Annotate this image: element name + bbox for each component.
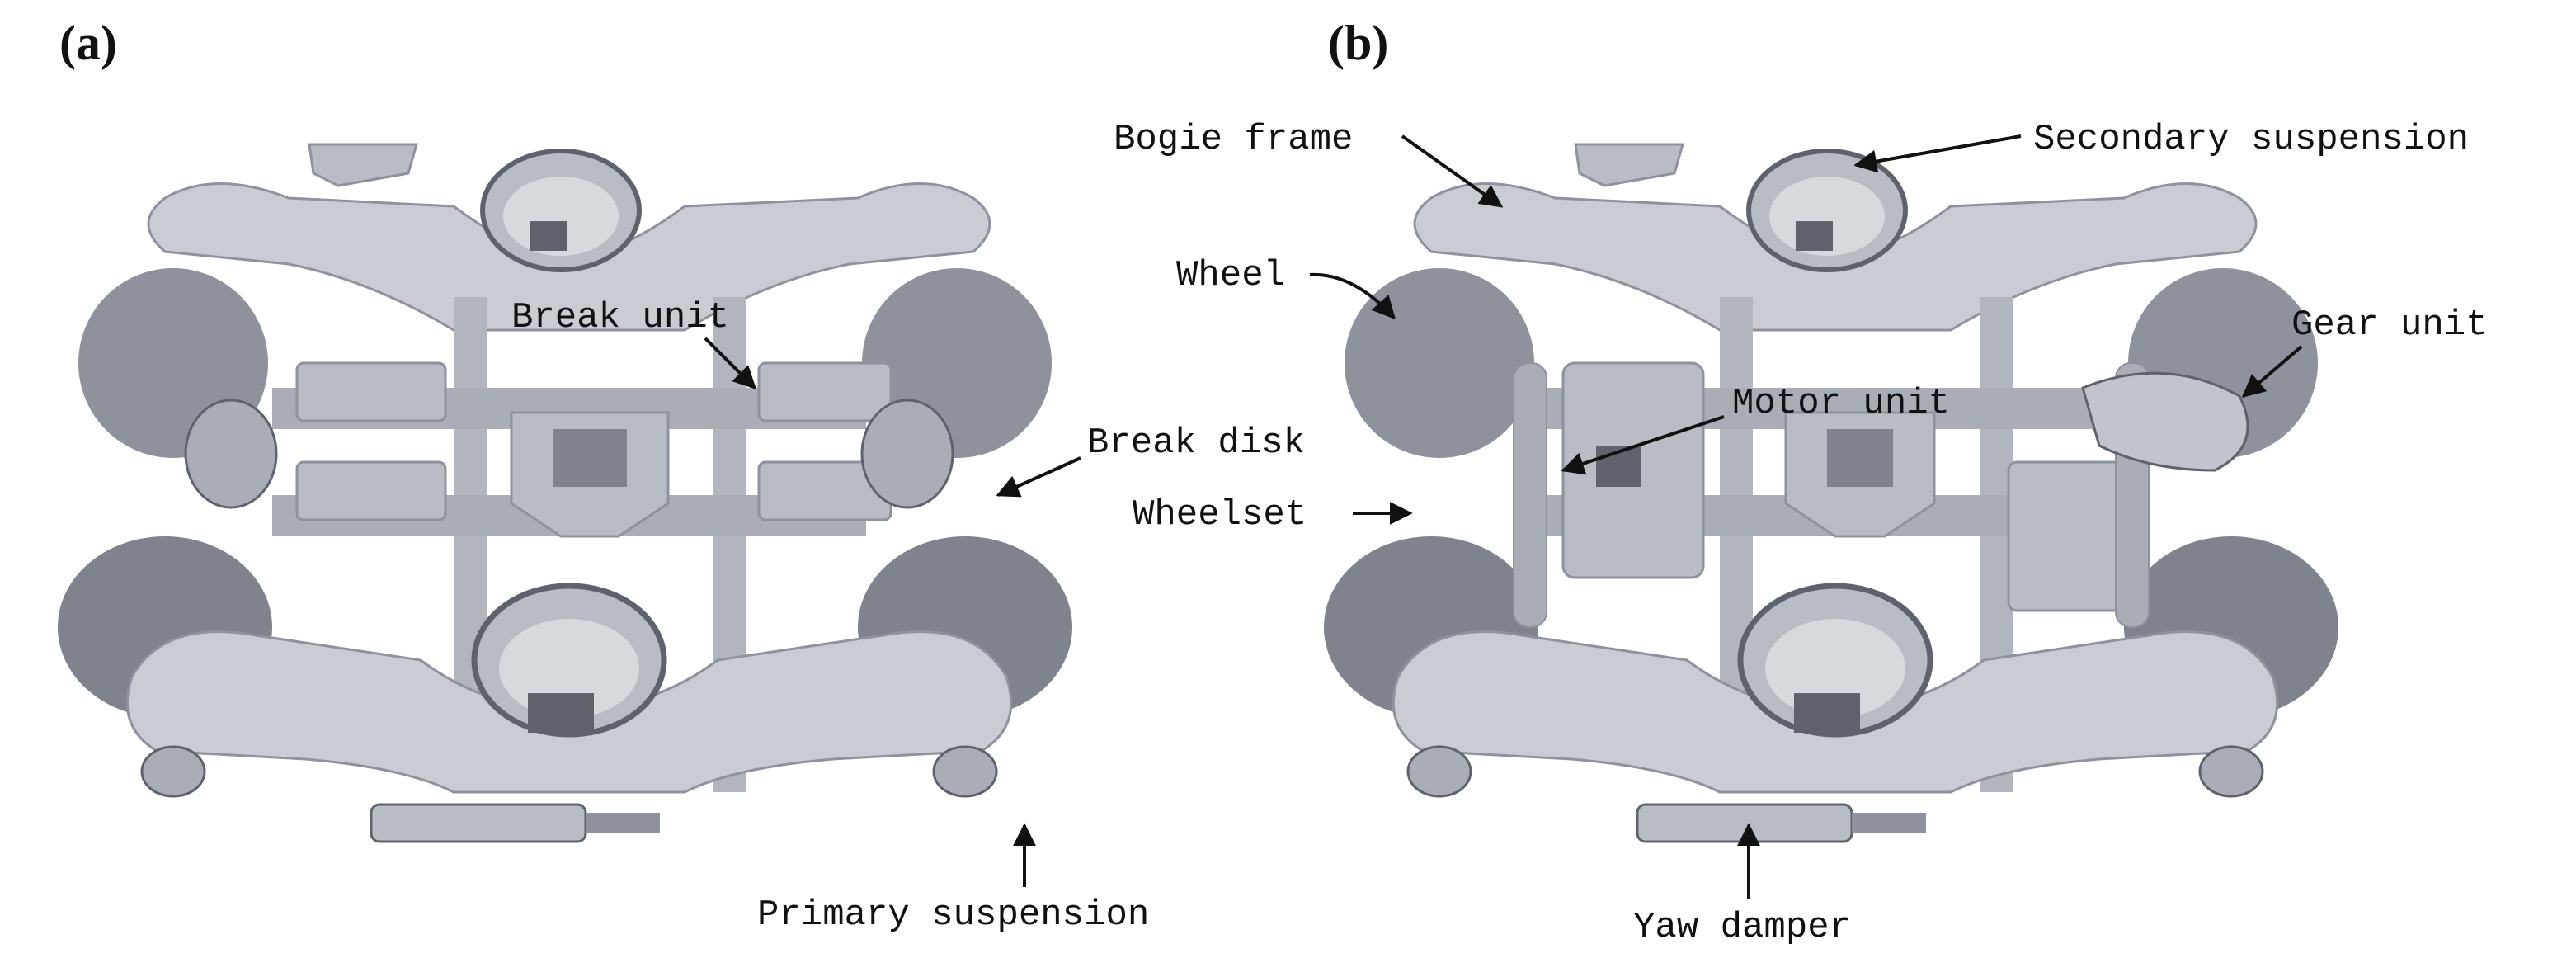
callout-secondary-suspension: Secondary suspension xyxy=(2033,119,2469,160)
arrow-secondary-suspension xyxy=(1853,134,2022,173)
callout-primary-suspension: Primary suspension xyxy=(757,894,1149,936)
callout-break-unit: Break unit xyxy=(511,297,729,338)
bogie-illustration-a xyxy=(58,144,1072,842)
callout-gear-unit: Gear unit xyxy=(2291,304,2488,346)
callout-motor-unit: Motor unit xyxy=(1732,383,1950,424)
callout-wheelset: Wheelset xyxy=(1133,494,1307,536)
callout-break-disk: Break disk xyxy=(1087,422,1305,464)
arrow-bogie-frame xyxy=(1401,134,1504,208)
callout-wheel: Wheel xyxy=(1176,255,1285,296)
callout-bogie-frame: Bogie frame xyxy=(1114,119,1353,160)
panel-b-label: (b) xyxy=(1328,16,1388,70)
callout-yaw-damper: Yaw damper xyxy=(1633,907,1851,948)
arrow-break-disk xyxy=(996,456,1081,498)
panel-a: (a) Break unit Break disk Primary suspen… xyxy=(58,16,1305,936)
arrow-motor-unit xyxy=(1561,415,1725,475)
panel-b: (b) Bogie frame Secondary suspension Whe… xyxy=(1114,16,2488,948)
bogie-illustration-b xyxy=(1324,144,2338,842)
arrow-gear-unit xyxy=(2241,345,2303,398)
panel-a-label: (a) xyxy=(59,16,117,70)
arrow-wheel xyxy=(1309,272,1396,320)
arrow-break-unit xyxy=(704,337,756,389)
